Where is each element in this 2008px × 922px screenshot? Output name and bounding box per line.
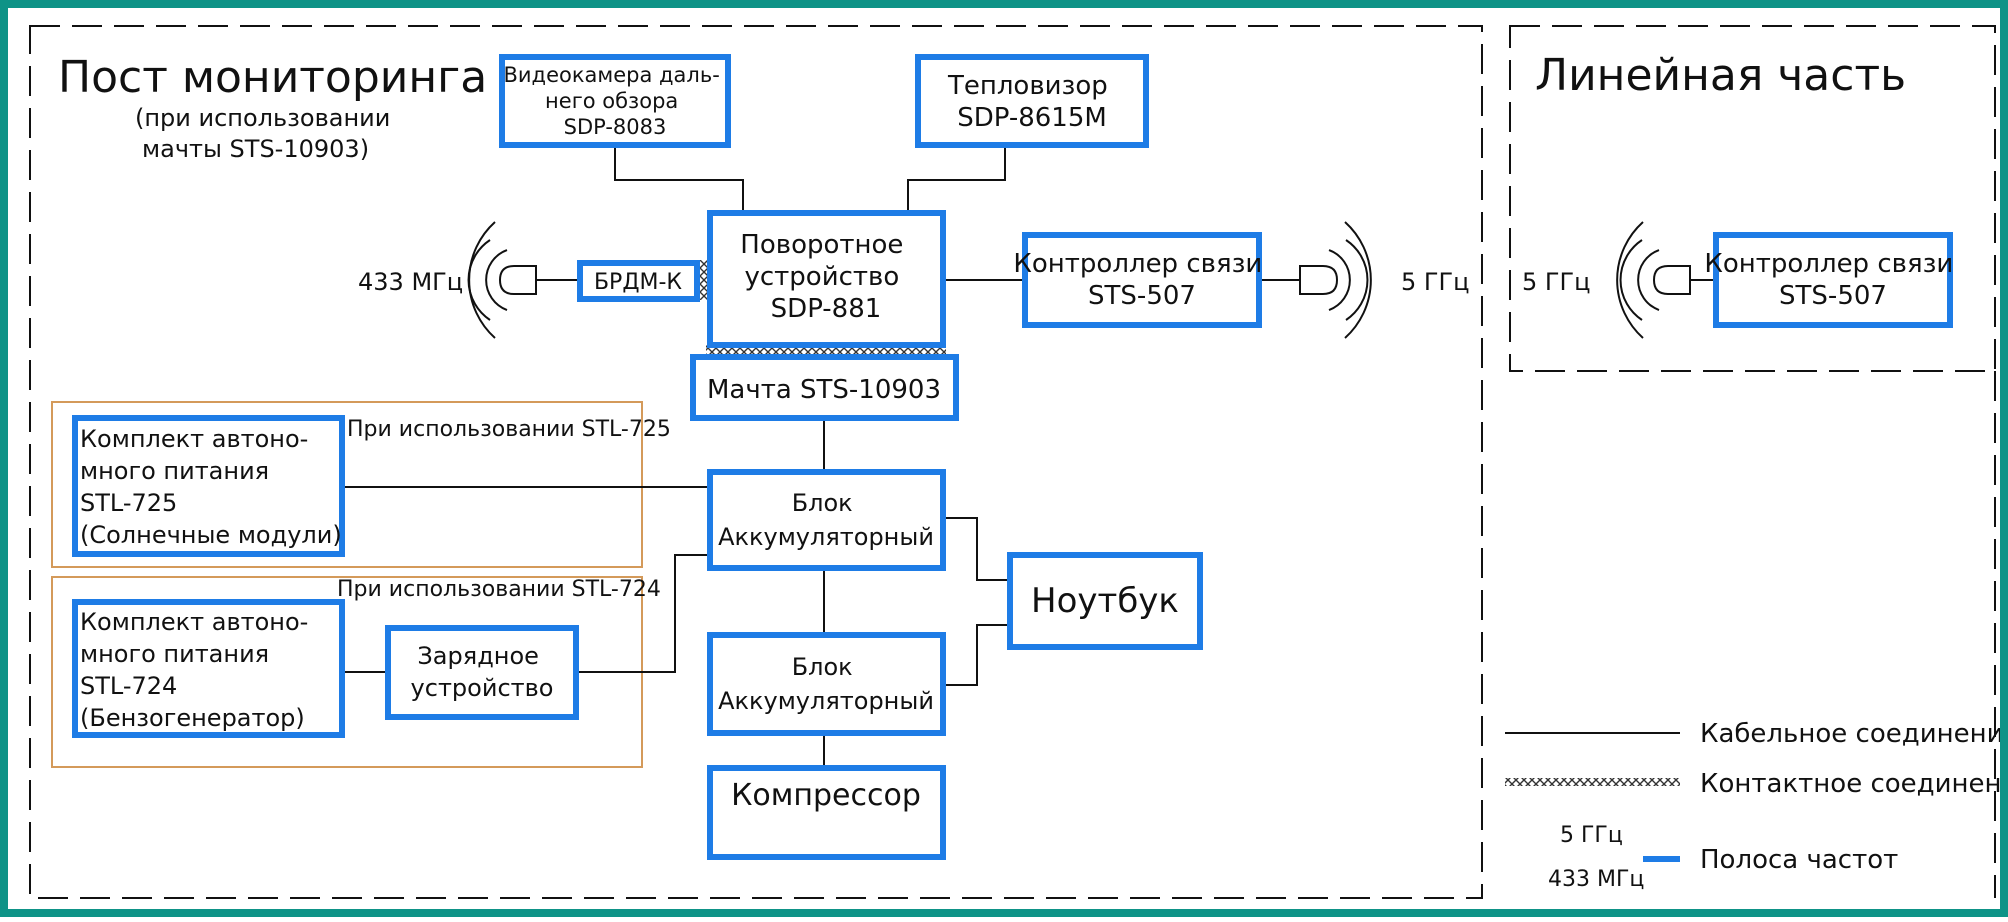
node-charger — [385, 625, 579, 720]
legend-cable-label: Кабельное соединение — [1700, 719, 2008, 749]
node-controller-left — [1022, 232, 1262, 328]
wire-thermal-rotator — [907, 145, 1006, 213]
node-thermal-imager — [915, 54, 1149, 148]
freq-5ghz-label-left: 5 ГГц — [1401, 268, 1470, 296]
charger-label: Зарядное устройство — [411, 642, 554, 702]
stl724-group-label: При использовании STL-724 — [337, 577, 661, 602]
stl725-group-frame — [51, 401, 643, 568]
monitoring-post-frame — [29, 25, 1483, 899]
wire-battery-notebook-top — [943, 517, 1010, 581]
controller-left-label: Контроллер связи STS-507 — [1013, 249, 1270, 311]
monitoring-subtitle-line2: мачты STS-10903) — [142, 135, 369, 163]
legend: Кабельное соединение Контактное соединен… — [1505, 719, 2008, 892]
compressor-label: Компрессор — [731, 778, 921, 813]
node-videocamera — [499, 54, 731, 148]
monitoring-subtitle-line1: (при использовании — [135, 104, 390, 132]
node-battery-top — [707, 469, 946, 571]
generator-kit-label: Комплект автоно- много питания STL-724 (… — [80, 608, 316, 732]
videocamera-label: Видеокамера даль- него обзора SDP-8083 — [504, 63, 727, 139]
legend-contact-label: Контактное соединение — [1700, 769, 2008, 799]
linear-part-frame — [1509, 25, 1996, 372]
antenna-linear-icon — [1616, 221, 1691, 339]
solar-kit-label: Комплект автоно- много питания STL-725 (… — [80, 425, 342, 549]
controller-right-label: Контроллер связи STS-507 — [1704, 249, 1961, 311]
rotator-label: Поворотное устройство SDP-881 — [740, 230, 911, 324]
contact-brdm-rotator — [697, 260, 710, 300]
node-solar-kit — [72, 415, 345, 557]
freq-5ghz-label-right: 5 ГГц — [1522, 268, 1591, 296]
notebook-label: Ноутбук — [1031, 581, 1179, 621]
node-rotator — [707, 210, 946, 348]
node-mast — [690, 354, 959, 421]
node-brdm — [577, 260, 700, 302]
legend-band-5ghz: 5 ГГц — [1560, 823, 1623, 848]
freq-433-label: 433 МГц — [358, 268, 463, 296]
antenna-right-icon — [1299, 221, 1372, 339]
node-generator-kit — [72, 599, 345, 738]
legend-contact-swatch — [1505, 778, 1680, 786]
monitoring-title: Пост мониторинга — [58, 52, 487, 103]
brdm-label: БРДМ-К — [594, 270, 682, 295]
thermal-label: Тепловизор SDP-8615M — [947, 71, 1116, 133]
antenna-left-icon — [467, 221, 537, 339]
legend-band-label: Полоса частот — [1700, 845, 1898, 875]
node-controller-right — [1713, 232, 1953, 328]
wire-videocamera-rotator — [614, 145, 744, 213]
battery-bottom-label: Блок Аккумуляторный — [718, 653, 934, 715]
wire-charger-battery — [576, 554, 710, 673]
stl725-group-label: При использовании STL-725 — [347, 417, 671, 442]
wire-notebook-battery-bottom — [943, 624, 1010, 686]
linear-part-title: Линейная часть — [1535, 50, 1906, 101]
node-battery-bottom — [707, 632, 946, 736]
mast-label: Мачта STS-10903 — [707, 375, 941, 405]
node-notebook — [1007, 552, 1203, 650]
legend-band-433mhz: 433 МГц — [1548, 867, 1644, 892]
cable-connections — [342, 145, 1716, 768]
battery-top-label: Блок Аккумуляторный — [718, 489, 934, 551]
node-compressor — [707, 765, 946, 860]
